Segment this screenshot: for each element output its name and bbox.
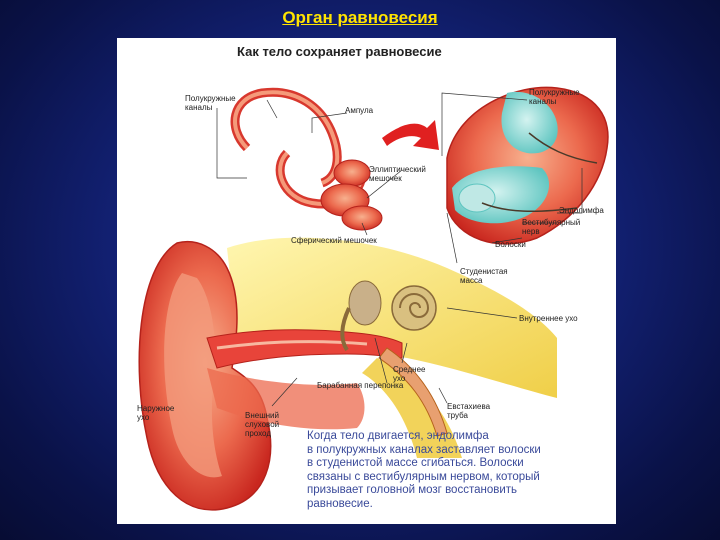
label-hairs: Волоски bbox=[495, 240, 526, 249]
label-utricle: Эллиптический мешочек bbox=[369, 165, 426, 183]
label-semicircular-canals-left: Полукружные каналы bbox=[185, 94, 236, 112]
cochlea-shape bbox=[392, 286, 436, 330]
label-vestibular-nerve: Вестибулярный нерв bbox=[522, 218, 580, 236]
figure-panel: Как тело сохраняет равновесие bbox=[117, 38, 616, 524]
label-ampulla: Ампула bbox=[345, 106, 373, 115]
label-middle-ear: Среднее ухо bbox=[393, 365, 425, 383]
label-saccule: Сферический мешочек bbox=[291, 236, 377, 245]
label-outer-ear: Наружное ухо bbox=[137, 404, 174, 422]
label-ear-canal: Внешний слуховой проход bbox=[245, 411, 279, 438]
figure-caption: Когда тело двигается, эндолимфа в полукр… bbox=[307, 430, 607, 511]
label-inner-ear: Внутреннее ухо bbox=[519, 314, 578, 323]
label-semicircular-canals-right: Полукружные каналы bbox=[529, 88, 580, 106]
zoom-arrow bbox=[382, 120, 439, 150]
label-eustachian-tube: Евстахиева труба bbox=[447, 402, 490, 420]
label-gelatinous-mass: Студенистая масса bbox=[460, 267, 508, 285]
slide-title: Орган равновесия bbox=[0, 8, 720, 28]
label-eardrum: Барабанная перепонка bbox=[317, 381, 403, 390]
label-endolymph: Эндолимфа bbox=[559, 206, 604, 215]
